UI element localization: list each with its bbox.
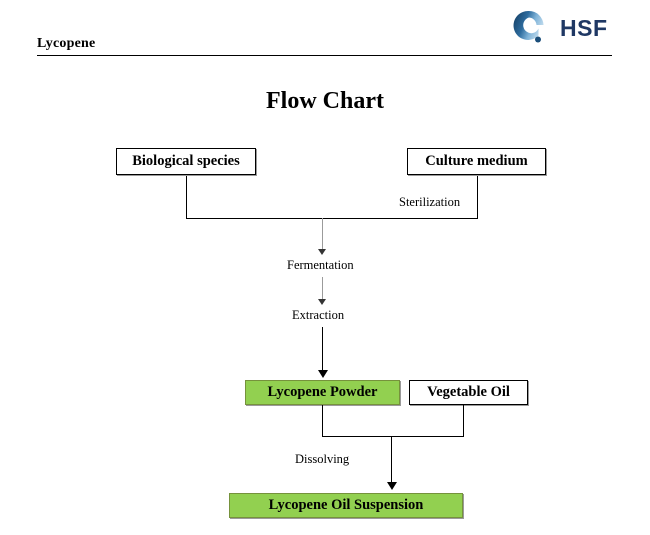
node-label: Lycopene Powder	[267, 384, 378, 400]
connector-to-fermentation	[322, 218, 323, 253]
node-label: Vegetable Oil	[427, 384, 510, 400]
node-label: Lycopene Oil Suspension	[268, 497, 424, 513]
node-biological-species[interactable]: Biological species	[116, 148, 256, 175]
connector-medium-down	[477, 176, 478, 218]
connector-to-suspension	[391, 436, 392, 484]
brand-name: HSF	[560, 15, 608, 41]
connector-to-powder	[322, 327, 323, 372]
edge-label-sterilization: Sterilization	[399, 195, 461, 209]
edge-label-dissolving: Dissolving	[295, 452, 350, 466]
node-label: Biological species	[132, 153, 240, 169]
page-title: Lycopene	[37, 36, 96, 51]
arrowhead-powder	[318, 370, 328, 378]
chart-title: Flow Chart	[266, 88, 384, 114]
hsf-circle-logo-icon	[513, 10, 544, 43]
connector-merge-bar-1	[186, 218, 478, 219]
node-lycopene-oil-suspension[interactable]: Lycopene Oil Suspension	[229, 493, 463, 518]
node-vegetable-oil[interactable]: Vegetable Oil	[409, 380, 528, 405]
node-culture-medium[interactable]: Culture medium	[407, 148, 546, 175]
connector-powder-down	[322, 405, 323, 436]
connector-oil-down	[463, 405, 464, 436]
connector-bio-down	[186, 176, 187, 218]
node-label: Culture medium	[425, 153, 528, 169]
arrowhead-fermentation	[318, 249, 326, 255]
node-lycopene-powder[interactable]: Lycopene Powder	[245, 380, 400, 405]
arrowhead-suspension	[387, 482, 397, 490]
arrowhead-extraction	[318, 299, 326, 305]
hsf-logo: HSF	[505, 8, 610, 48]
connector-to-extraction	[322, 277, 323, 303]
header-divider	[37, 55, 612, 56]
connector-merge-bar-2	[322, 436, 464, 437]
edge-label-extraction: Extraction	[292, 308, 345, 322]
edge-label-fermentation: Fermentation	[287, 258, 354, 272]
